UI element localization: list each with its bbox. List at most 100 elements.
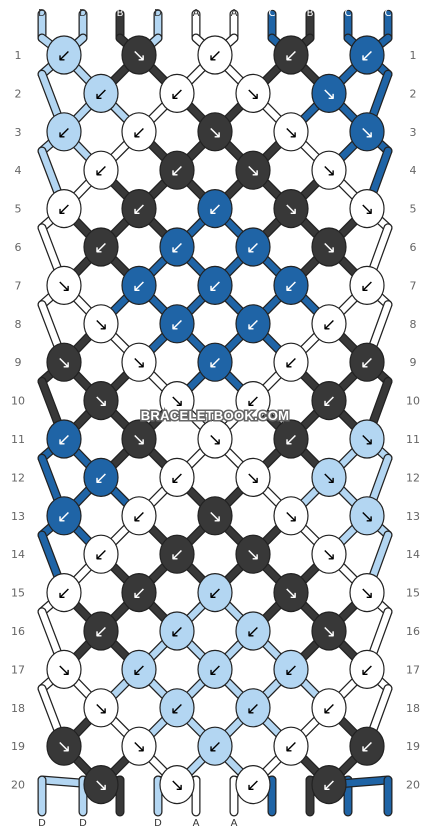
row-number-left: 18 bbox=[11, 702, 25, 715]
arrow-down-left-icon: ↙ bbox=[57, 507, 71, 527]
knot-fill bbox=[311, 611, 347, 651]
bottom-strand-label: D bbox=[154, 818, 162, 829]
arrow-down-left-icon: ↙ bbox=[284, 737, 298, 757]
bottom-strand-label: C bbox=[269, 818, 276, 829]
knot: ↘ bbox=[83, 764, 119, 805]
arrow-down-right-icon: ↘ bbox=[360, 200, 374, 220]
knot: ↙ bbox=[311, 381, 347, 421]
arrow-down-left-icon: ↙ bbox=[57, 430, 71, 450]
knot: ↙ bbox=[349, 726, 385, 766]
knot: ↘ bbox=[273, 189, 309, 229]
knot-fill bbox=[46, 265, 82, 305]
arrow-down-left-icon: ↙ bbox=[132, 276, 146, 296]
arrow-down-right-icon: ↘ bbox=[322, 468, 336, 488]
knot-fill bbox=[273, 726, 309, 766]
arrow-down-right-icon: ↘ bbox=[94, 776, 108, 796]
arrow-down-left-icon: ↙ bbox=[322, 699, 336, 719]
knot: ↙ bbox=[273, 726, 309, 766]
knot: ↘ bbox=[83, 304, 119, 344]
knot: ↘ bbox=[121, 726, 157, 766]
knot: ↙ bbox=[273, 265, 309, 305]
knot: ↙ bbox=[121, 649, 157, 690]
watermark: BRACELETBOOK.COM bbox=[141, 408, 290, 423]
arrow-down-left-icon: ↙ bbox=[246, 699, 260, 719]
knot: ↙ bbox=[159, 534, 195, 574]
knot: ↘ bbox=[349, 572, 385, 613]
row-number-right: 17 bbox=[406, 663, 420, 676]
arrow-down-left-icon: ↙ bbox=[132, 584, 146, 604]
knot-grid: ↙↘↙↙↙↙↙↘↘↙↙↘↘↘↙↙↘↘↙↙↙↘↘↙↙↙↘↘↙↙↙↙↘↙↙↙↘↘↙↙… bbox=[46, 35, 385, 805]
arrow-down-left-icon: ↙ bbox=[94, 238, 108, 258]
row-number-left: 20 bbox=[11, 779, 25, 792]
arrow-down-right-icon: ↘ bbox=[246, 545, 260, 565]
row-number-right: 9 bbox=[410, 356, 417, 369]
knot: ↙ bbox=[83, 150, 119, 190]
knot-fill bbox=[159, 304, 195, 344]
arrow-down-right-icon: ↘ bbox=[57, 737, 71, 757]
knot: ↙ bbox=[235, 688, 271, 728]
knot: ↙ bbox=[197, 649, 233, 690]
knot-fill bbox=[273, 342, 309, 382]
knot: ↘ bbox=[349, 112, 385, 152]
knot-fill bbox=[159, 227, 195, 267]
arrow-down-right-icon: ↘ bbox=[246, 161, 260, 181]
knot: ↘ bbox=[121, 419, 157, 459]
knot-fill bbox=[159, 688, 195, 728]
arrow-down-right-icon: ↘ bbox=[170, 392, 184, 412]
top-strand-label: A bbox=[231, 8, 238, 19]
row-number-right: 18 bbox=[406, 702, 420, 715]
knot: ↙ bbox=[159, 611, 195, 651]
knot-fill bbox=[197, 572, 233, 613]
bottom-strand-label: A bbox=[231, 818, 238, 829]
knot-fill bbox=[159, 150, 195, 190]
bottom-strand-label: D bbox=[79, 818, 87, 829]
row-number-left: 2 bbox=[15, 87, 22, 100]
row-number-right: 20 bbox=[406, 779, 420, 792]
bottom-strand-label: C bbox=[385, 818, 392, 829]
row-number-right: 4 bbox=[410, 164, 417, 177]
knot: ↙ bbox=[235, 304, 271, 344]
arrow-down-left-icon: ↙ bbox=[57, 123, 71, 143]
knot: ↙ bbox=[349, 649, 385, 690]
knot: ↘ bbox=[311, 457, 347, 497]
knot: ↙ bbox=[159, 73, 195, 114]
knot: ↙ bbox=[83, 73, 119, 114]
knot-fill bbox=[46, 572, 82, 613]
row-number-right: 5 bbox=[410, 203, 417, 216]
arrow-down-left-icon: ↙ bbox=[322, 776, 336, 796]
arrow-down-right-icon: ↘ bbox=[57, 276, 71, 296]
arrow-down-right-icon: ↘ bbox=[360, 584, 374, 604]
arrow-down-right-icon: ↘ bbox=[94, 392, 108, 412]
arrow-down-left-icon: ↙ bbox=[322, 392, 336, 412]
arrow-down-left-icon: ↙ bbox=[208, 353, 222, 373]
row-number-left: 4 bbox=[15, 164, 22, 177]
row-number-right: 6 bbox=[410, 241, 417, 254]
arrow-down-right-icon: ↘ bbox=[284, 200, 298, 220]
knot-fill bbox=[197, 342, 233, 382]
knot: ↙ bbox=[311, 764, 347, 805]
row-number-left: 5 bbox=[15, 203, 22, 216]
top-strand-label: D bbox=[79, 8, 87, 19]
knot: ↘ bbox=[83, 381, 119, 421]
knot-fill bbox=[83, 764, 119, 805]
row-number-left: 7 bbox=[15, 279, 22, 292]
knot: ↘ bbox=[311, 73, 347, 114]
arrow-down-left-icon: ↙ bbox=[360, 46, 374, 66]
top-strand-label: A bbox=[193, 8, 200, 19]
row-number-right: 8 bbox=[410, 318, 417, 331]
arrow-down-left-icon: ↙ bbox=[284, 46, 298, 66]
row-number-left: 12 bbox=[11, 471, 25, 484]
knot-fill bbox=[311, 381, 347, 421]
knot-fill bbox=[197, 726, 233, 766]
knot-fill bbox=[197, 419, 233, 459]
row-number-right: 14 bbox=[406, 548, 420, 561]
arrow-down-right-icon: ↘ bbox=[94, 315, 108, 335]
knot: ↘ bbox=[121, 342, 157, 382]
knot-fill bbox=[83, 73, 119, 114]
arrow-down-left-icon: ↙ bbox=[57, 200, 71, 220]
arrow-down-right-icon: ↘ bbox=[132, 353, 146, 373]
knot: ↙ bbox=[46, 112, 82, 152]
knot-fill bbox=[235, 611, 271, 651]
arrow-down-right-icon: ↘ bbox=[208, 430, 222, 450]
knot: ↙ bbox=[273, 419, 309, 459]
